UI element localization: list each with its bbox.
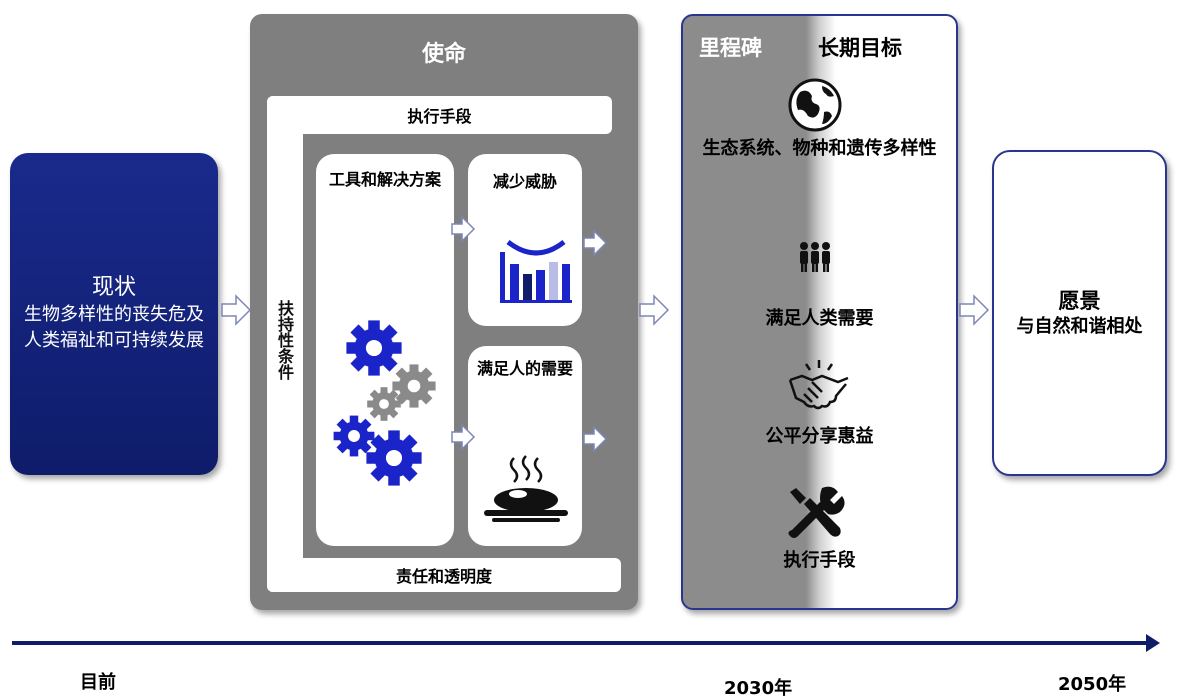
goal-means-label: 执行手段 [783,550,856,571]
arrow-mission-to-goals [639,294,670,326]
tools-solutions-label: 工具和解决方案 [328,170,441,189]
goal-biodiversity-label: 生态系统、物种和遗传多样性 [702,138,937,159]
long-term-goals-title: 长期目标 [818,36,902,60]
arrow-tools-to-needs [451,423,476,451]
responsibility-bar: 责任和透明度 [267,558,621,592]
milestones-title: 里程碑 [699,36,762,60]
current-state-body: 生物多样性的丧失危及人类福祉和可持续发展 [24,304,204,351]
vision-title: 愿景 [1058,289,1101,313]
tools-icon [788,486,845,538]
timeline-arrowhead [1146,634,1160,652]
goal-benefit-sharing-label: 公平分享惠益 [765,426,874,447]
meet-needs-label: 满足人的需要 [476,359,573,378]
enabling-conditions-label: 扶持性条件 [275,300,294,380]
goal-human-needs-label: 满足人类需要 [765,308,874,329]
timeline-2050-label: 2050年 [1058,674,1127,695]
handshake-icon [788,360,849,410]
timeline-now-label: 目前 [80,672,116,693]
means-of-implementation-bar: 执行手段 [267,96,612,134]
vision-box: 愿景 与自然和谐相处 [992,150,1167,476]
meal-icon [484,455,568,522]
people-icon [800,242,830,272]
arrow-tools-to-threats [451,215,476,243]
enabling-conditions-bar [267,96,303,592]
globe-icon [788,78,842,132]
mission-title: 使命 [421,42,466,67]
timeline-2030-label: 2030年 [724,678,793,699]
arrow-needs-out [583,425,608,453]
gears-icon [333,320,436,486]
bar-chart-icon [500,239,572,303]
reduce-threats-label: 减少威胁 [492,172,557,191]
arrow-threats-out [583,229,608,257]
current-state-box: 现状 生物多样性的丧失危及人类福祉和可持续发展 [10,153,218,475]
current-state-title: 现状 [91,275,136,300]
arrow-goals-to-vision [959,294,990,326]
arrow-current-to-mission [221,294,252,326]
vision-body: 与自然和谐相处 [1016,316,1143,337]
